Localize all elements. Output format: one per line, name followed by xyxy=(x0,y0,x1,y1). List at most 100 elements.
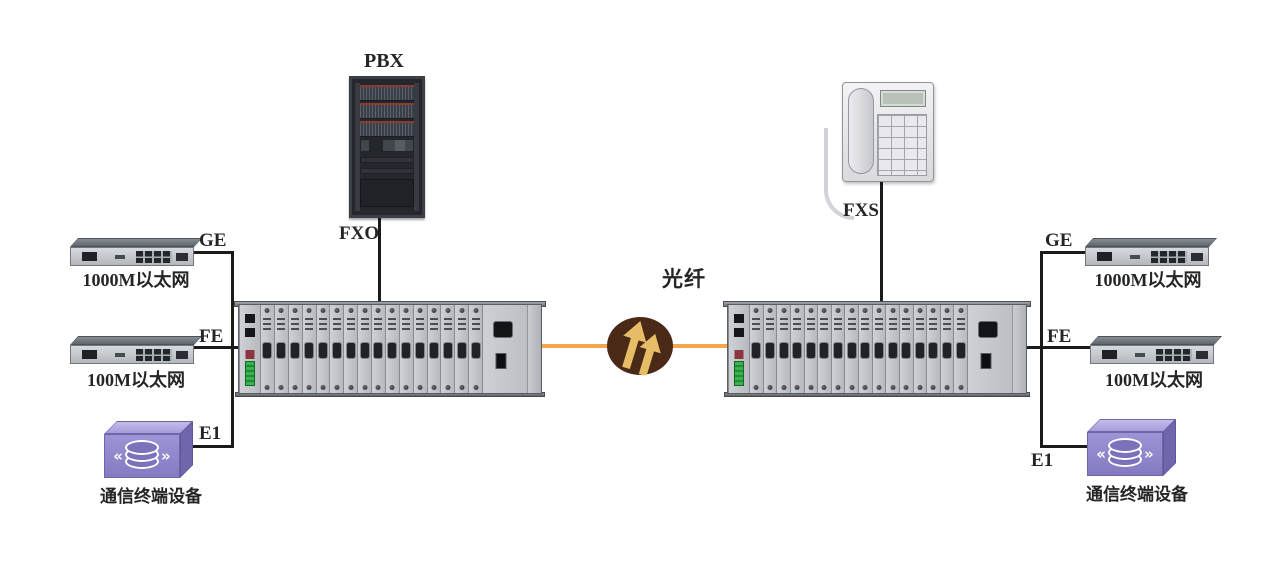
card-label-lines xyxy=(765,318,774,330)
sfp-port xyxy=(81,252,97,261)
db9-connector xyxy=(359,341,370,359)
led-indicators xyxy=(1134,353,1145,357)
screw xyxy=(348,308,354,313)
line-card xyxy=(926,305,940,393)
line-pbx-fxo xyxy=(378,216,381,306)
screw xyxy=(306,385,312,390)
e1-label-left: E1 xyxy=(199,423,222,444)
card-label-lines xyxy=(915,318,924,330)
rack-rail xyxy=(414,83,419,211)
bus-left xyxy=(231,251,234,448)
uplink-port xyxy=(176,351,189,359)
screw xyxy=(767,385,773,390)
db9-connector xyxy=(901,341,912,359)
screw xyxy=(375,385,381,390)
screw xyxy=(431,308,437,313)
screw xyxy=(862,308,868,313)
blank-panel xyxy=(1012,305,1026,393)
screw xyxy=(849,385,855,390)
db9-connector xyxy=(401,341,412,359)
pcm-multiplexer-left xyxy=(234,301,546,397)
phone-handset xyxy=(848,88,874,174)
database-stack-icon xyxy=(1108,438,1142,470)
card-label-lines xyxy=(929,318,938,330)
fiber-arrows-icon xyxy=(607,317,673,377)
screw xyxy=(292,308,298,313)
rack-empty-bay xyxy=(360,179,414,207)
screw xyxy=(473,308,479,313)
db9-connector xyxy=(942,341,953,359)
phone-keypad xyxy=(877,114,927,176)
card-label-lines xyxy=(346,318,355,330)
cube-top-face xyxy=(104,421,193,434)
db9-connector xyxy=(751,341,762,359)
screw xyxy=(917,308,923,313)
card-label-lines xyxy=(443,318,452,330)
control-card xyxy=(728,305,749,393)
rj45-port xyxy=(734,328,744,337)
card-label-lines xyxy=(374,318,383,330)
db9-connector xyxy=(317,341,328,359)
card-label-lines xyxy=(847,318,856,330)
ethernet-ports xyxy=(1151,251,1188,263)
cube-front-face: « » xyxy=(1087,432,1163,476)
db9-connector xyxy=(428,341,439,359)
screw xyxy=(821,308,827,313)
db9-connector xyxy=(387,341,398,359)
screw xyxy=(821,385,827,390)
line-card xyxy=(315,305,330,393)
right-arrows-icon: » xyxy=(1144,444,1154,463)
card-label-lines xyxy=(861,318,870,330)
ethernet-ports xyxy=(136,251,173,263)
line-fe-right xyxy=(1024,346,1092,349)
terminal-device-left: « » xyxy=(104,421,196,479)
fe-switch-right-label: 100M以太网 xyxy=(1105,370,1203,390)
screw xyxy=(835,385,841,390)
line-card xyxy=(384,305,399,393)
fxs-label: FXS xyxy=(843,200,879,221)
rj45-port xyxy=(245,314,255,323)
screw xyxy=(264,385,270,390)
ge-label-right: GE xyxy=(1045,230,1073,251)
card-label-lines xyxy=(779,318,788,330)
connector-block xyxy=(734,350,744,359)
db9-connector xyxy=(819,341,830,359)
screw xyxy=(320,385,326,390)
line-card xyxy=(912,305,927,393)
screw xyxy=(930,385,936,390)
line-card xyxy=(398,305,413,393)
card-label-lines xyxy=(318,318,327,330)
pbx-rack xyxy=(349,76,425,218)
card-label-lines xyxy=(332,318,341,330)
db9-connector xyxy=(276,341,287,359)
screw xyxy=(403,308,409,313)
line-card xyxy=(454,305,469,393)
pcm-multiplexer-right xyxy=(723,301,1031,397)
power-switch xyxy=(495,353,507,369)
db9-connector xyxy=(805,341,816,359)
rj45-port xyxy=(245,328,255,337)
card-label-lines xyxy=(457,318,466,330)
screw xyxy=(753,385,759,390)
card-label-lines xyxy=(360,318,369,330)
power-switch xyxy=(980,353,992,369)
rack-card-shelf xyxy=(360,103,414,119)
fe-switch-left-label: 100M以太网 xyxy=(87,370,185,390)
line-card xyxy=(301,305,316,393)
control-card xyxy=(239,305,260,393)
db9-connector xyxy=(442,341,453,359)
sfp-port xyxy=(1101,350,1117,359)
power-inlet xyxy=(977,321,998,338)
switch-front-panel xyxy=(1085,247,1209,266)
line-card xyxy=(412,305,427,393)
rack-shelf xyxy=(360,168,414,174)
line-card-slots xyxy=(749,305,967,393)
line-card xyxy=(426,305,441,393)
cube-front-face: « » xyxy=(104,434,180,478)
sfp-port xyxy=(81,350,97,359)
screw xyxy=(417,308,423,313)
card-label-lines xyxy=(874,318,883,330)
terminal-device-right: « » xyxy=(1087,419,1179,477)
terminal-left-label: 通信终端设备 xyxy=(100,487,202,506)
switch-front-panel xyxy=(1090,345,1214,364)
